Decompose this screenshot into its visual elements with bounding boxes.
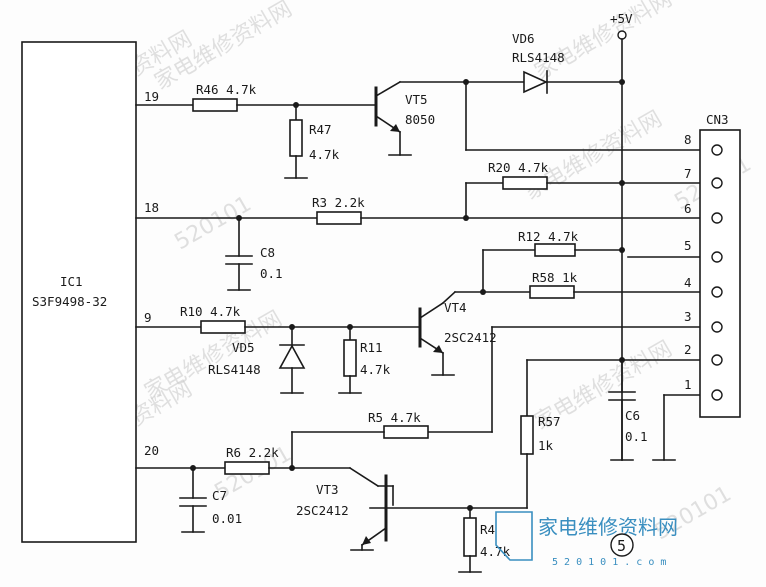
vt5-transistor: VT5 8050: [374, 80, 467, 156]
vd5-label: VD5: [232, 340, 255, 355]
c8-label: C8: [260, 245, 275, 260]
r20-net: R20 4.7k: [465, 160, 713, 219]
logo-url: 5 2 0 1 0 1 . c o m: [552, 557, 666, 568]
r6-label: R6 2.2k: [226, 445, 279, 460]
cn3-connector: CN3 8 7 6 5 4 3 2 1: [684, 112, 741, 418]
r47-resistor: [289, 119, 303, 157]
cn3-pin-2: 2: [684, 342, 692, 357]
svg-text:家电维修资料网: 家电维修资料网: [521, 107, 667, 206]
r6-resistor: [224, 461, 270, 475]
vt3-value: 2SC2412: [296, 503, 349, 518]
vt4-label: VT4: [444, 300, 467, 315]
site-logo: 家电维修资料网 5 2 0 1 0 1 . c o m 5: [495, 511, 678, 568]
r46-resistor: [192, 98, 238, 112]
r5-label: R5 4.7k: [368, 410, 421, 425]
figure-number: 5: [617, 537, 626, 555]
vt4-transistor: VT4 2SC2412: [418, 290, 497, 376]
svg-text:520101: 520101: [171, 192, 256, 256]
cn3-pin-7: 7: [684, 166, 692, 181]
r4-resistor: [463, 517, 477, 557]
r4-value: 4.7k: [480, 544, 511, 559]
r11-value: 4.7k: [360, 362, 391, 377]
r12-label: R12 4.7k: [518, 229, 579, 244]
r11-label: R11: [360, 340, 383, 355]
logo-text: 家电维修资料网: [538, 515, 678, 539]
r4-label: R4: [480, 522, 495, 537]
r58-label: R58 1k: [532, 270, 578, 285]
vd6-net: VD6 RLS4148: [463, 31, 713, 151]
ic1-body: [21, 41, 137, 543]
cn3-pin-4: 4: [684, 275, 692, 290]
vd6-label: VD6: [512, 31, 535, 46]
c6-value: 0.1: [625, 429, 648, 444]
r5-resistor: [383, 425, 429, 439]
cn3-pin-8: 8: [684, 132, 692, 147]
r46-label: R46 4.7k: [196, 82, 257, 97]
ic1-part: S3F9498-32: [32, 294, 107, 309]
c7-label: C7: [212, 488, 227, 503]
r10-resistor: [200, 320, 246, 334]
vt4-value: 2SC2412: [444, 330, 497, 345]
pin-18-label: 18: [144, 200, 159, 215]
pin20-net: R6 2.2k C7 0.01: [135, 445, 380, 533]
pin18-net: R3 2.2k C8 0.1: [135, 195, 713, 291]
c6-label: C6: [625, 408, 640, 423]
r10-label: R10 4.7k: [180, 304, 241, 319]
cn3-pin-3: 3: [684, 309, 692, 324]
vd6-value: RLS4148: [512, 50, 565, 65]
pin19-net: R46 4.7k R47 4.7k: [135, 82, 377, 179]
r12-resistor: [534, 243, 576, 257]
r57-label: R57: [538, 414, 561, 429]
c8-value: 0.1: [260, 266, 283, 281]
r20-label: R20 4.7k: [488, 160, 549, 175]
vd5-value: RLS4148: [208, 362, 261, 377]
svg-text:家电维修资料网: 家电维修资料网: [531, 0, 677, 85]
vt5-value: 8050: [405, 112, 435, 127]
pin9-net: R10 4.7k VD5 RLS4148 R11 4.7k: [135, 304, 421, 394]
c7-value: 0.01: [212, 511, 242, 526]
pin-19-label: 19: [144, 89, 159, 104]
r47-label: R47: [309, 122, 332, 137]
r58-resistor: [529, 285, 575, 299]
r20-resistor: [502, 176, 548, 190]
cn3-pin-6: 6: [684, 201, 692, 216]
vt5-label: VT5: [405, 92, 428, 107]
r3-label: R3 2.2k: [312, 195, 365, 210]
figure-number-badge: [610, 533, 634, 557]
r3-resistor: [316, 211, 362, 225]
cn3-pin-5: 5: [684, 238, 692, 253]
pin-20-label: 20: [144, 443, 159, 458]
r47-value: 4.7k: [309, 147, 340, 162]
cn3-label: CN3: [706, 112, 729, 127]
supply-label: +5V: [610, 11, 633, 26]
pin3-net: R5 4.7k R57 1k: [291, 326, 713, 509]
cn3-pin-1: 1: [684, 377, 692, 392]
r57-resistor: [520, 415, 534, 455]
pin-9-label: 9: [144, 310, 152, 325]
r57-value: 1k: [538, 438, 554, 453]
vt4-collector-net: R12 4.7k R58 1k: [454, 229, 713, 299]
vt3-label: VT3: [316, 482, 339, 497]
vt3-transistor: VT3 2SC2412 R4 4.7k: [296, 474, 511, 573]
r11-resistor: [343, 339, 357, 377]
c6-capacitor: C6 0.1: [608, 359, 648, 461]
ic1-ref: IC1: [60, 274, 83, 289]
